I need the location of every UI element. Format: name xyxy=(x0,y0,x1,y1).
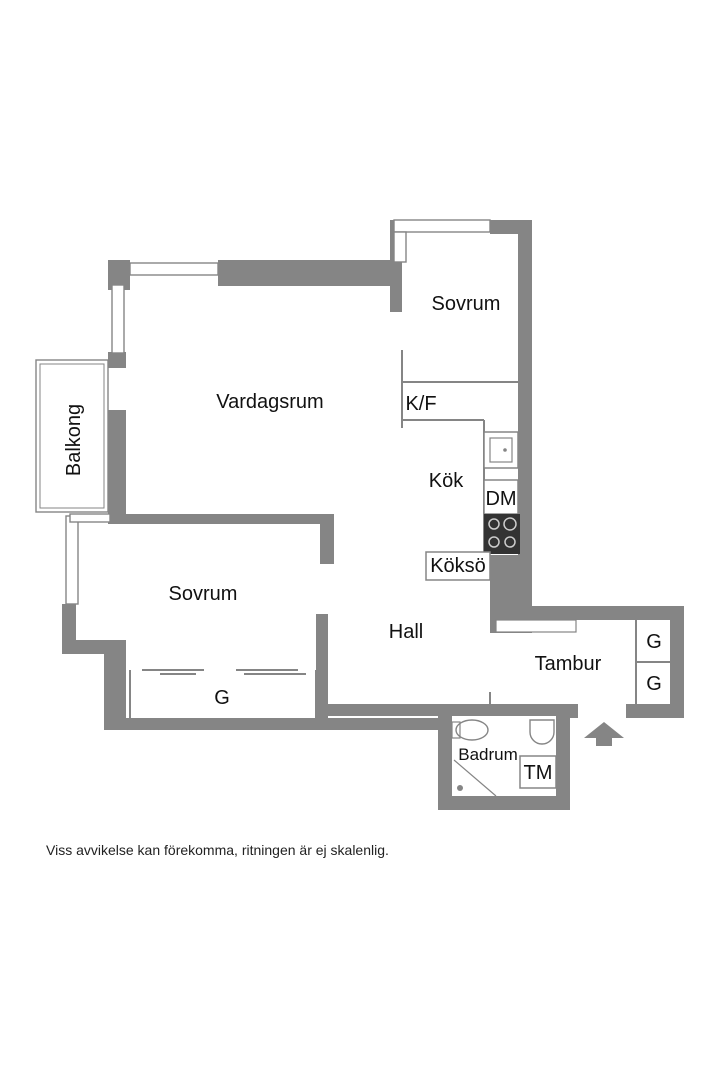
room-label-balkong: Balkong xyxy=(63,404,85,476)
balcony: Balkong xyxy=(35,359,109,513)
wardrobe-doors xyxy=(142,669,306,675)
entrance-arrow-icon xyxy=(584,722,624,746)
exterior-walls xyxy=(62,220,684,810)
fixture-label-dm: DM xyxy=(485,488,516,510)
fixture-label-kf: K/F xyxy=(405,393,436,415)
fixture-labels: K/F DM Köksö TM G G G xyxy=(214,393,662,784)
tambur-shelf xyxy=(495,619,577,633)
fixture-label-kokso: Köksö xyxy=(430,555,486,577)
room-label-vardagsrum: Vardagsrum xyxy=(216,391,323,413)
washer-box xyxy=(519,755,557,789)
shower-icon xyxy=(457,785,463,791)
fixture-label-g-tambur-1: G xyxy=(646,631,662,653)
toilet-icon xyxy=(455,719,489,741)
room-label-sovrum-left: Sovrum xyxy=(169,583,238,605)
windows xyxy=(65,219,491,605)
room-labels: Vardagsrum Sovrum Sovrum Kök Hall Tambur… xyxy=(169,293,602,764)
room-label-hall: Hall xyxy=(389,621,423,643)
fixture-label-g-tambur-2: G xyxy=(646,673,662,695)
room-label-sovrum-top: Sovrum xyxy=(432,293,501,315)
bathroom-fixtures xyxy=(451,719,557,797)
disclaimer-text: Viss avvikelse kan förekomma, ritningen … xyxy=(46,842,389,858)
washbasin-icon xyxy=(529,719,555,745)
interior-walls xyxy=(129,350,670,718)
fixture-label-tm: TM xyxy=(524,762,553,784)
shower-door xyxy=(453,759,497,797)
sink-icon xyxy=(483,431,519,469)
kitchen-island-box xyxy=(425,551,491,581)
fixture-label-g-closet: G xyxy=(214,687,230,709)
room-label-kok: Kök xyxy=(429,470,464,492)
kitchen-fixtures xyxy=(425,431,577,633)
room-label-tambur: Tambur xyxy=(535,653,602,675)
room-label-badrum: Badrum xyxy=(458,745,518,764)
